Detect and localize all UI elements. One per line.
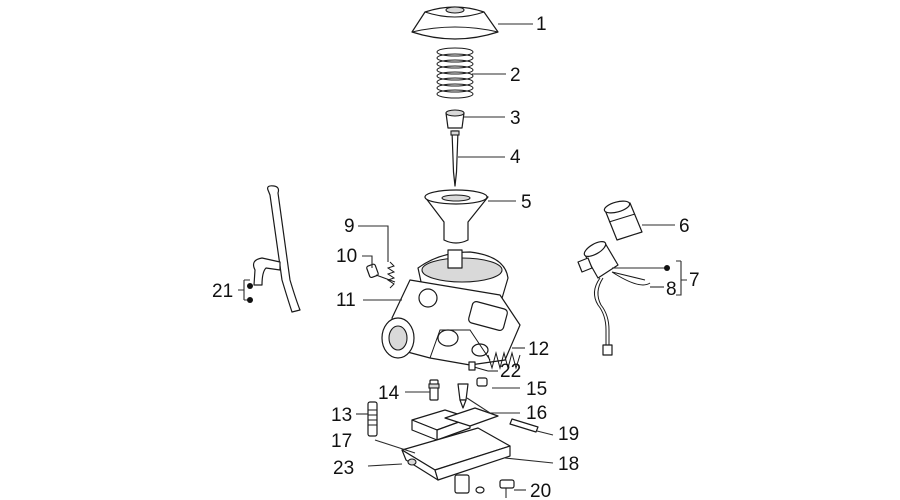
part-small-screw	[468, 361, 489, 372]
part-top-cover	[411, 6, 499, 40]
part-retaining-clip	[611, 271, 651, 286]
part-small-nut	[476, 377, 488, 387]
part-vent-hose	[252, 185, 301, 313]
callout-3: 3	[510, 108, 521, 129]
callout-2: 2	[510, 65, 521, 86]
part-drain-screw	[499, 479, 515, 498]
part-float-needle	[457, 383, 469, 409]
part-rubber-cap	[603, 200, 643, 241]
callout-11: 11	[336, 290, 356, 311]
callout-4: 4	[510, 147, 521, 168]
callout-16: 16	[526, 403, 547, 424]
callout-12: 12	[528, 339, 549, 360]
leader-lines	[238, 23, 687, 491]
part-carburetor-body	[381, 249, 521, 366]
callout-18: 18	[558, 454, 579, 475]
callout-9: 9	[344, 216, 355, 237]
part-spring	[436, 47, 474, 99]
callout-21: 21	[212, 281, 233, 302]
part-float-pin	[509, 418, 539, 433]
leader-dots	[247, 265, 670, 303]
callout-labels: 1 2 3 4 5 6 7 8 9 10 11 12 22 14 15 16 1…	[212, 14, 700, 500]
part-mixture-spring	[487, 351, 521, 370]
callout-6: 6	[679, 216, 690, 237]
part-slide-funnel	[424, 189, 489, 244]
callout-14: 14	[378, 383, 400, 404]
callout-22: 22	[500, 361, 521, 382]
part-idle-spring	[386, 261, 396, 289]
part-needle-retainer	[445, 109, 465, 129]
part-pilot-jet	[367, 401, 378, 437]
callout-13: 13	[331, 405, 352, 426]
part-float-bowl	[401, 427, 511, 494]
part-choke-assembly	[577, 241, 619, 356]
callout-7: 7	[689, 270, 700, 291]
callout-17: 17	[331, 431, 352, 452]
part-idle-screw	[366, 263, 396, 283]
callout-8: 8	[666, 279, 677, 300]
callout-23: 23	[333, 458, 354, 479]
callout-15: 15	[526, 379, 547, 400]
part-main-jet	[428, 379, 440, 401]
part-jet-needle	[450, 130, 460, 187]
callout-20: 20	[530, 481, 551, 500]
callout-19: 19	[558, 424, 579, 445]
part-bowl-screw	[475, 486, 485, 494]
callout-1: 1	[536, 14, 547, 35]
callout-10: 10	[336, 246, 357, 267]
callout-5: 5	[521, 192, 532, 213]
